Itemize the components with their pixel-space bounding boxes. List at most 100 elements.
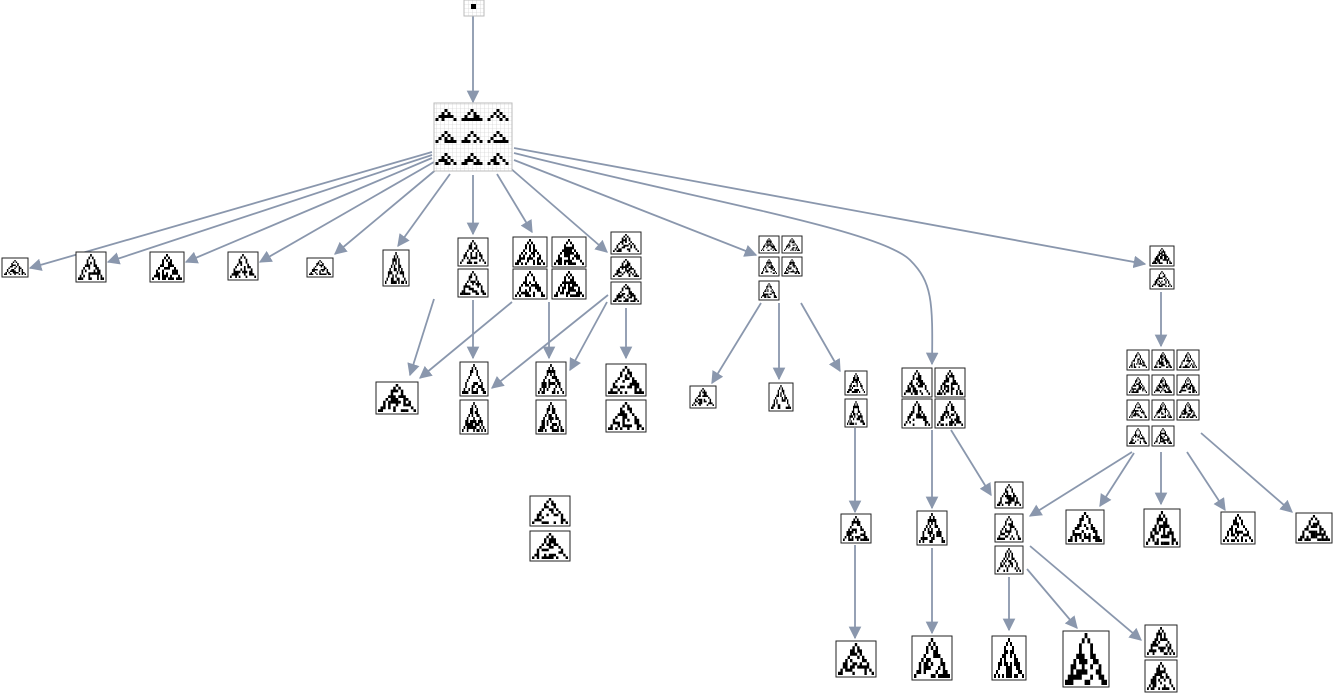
triangle-quad-thumb xyxy=(551,268,587,300)
root-seed-cell xyxy=(471,4,476,9)
edge-arrow xyxy=(491,294,609,389)
triangle-mix-thumb xyxy=(781,256,803,277)
rule-icon xyxy=(435,131,457,143)
rule-icon-cells xyxy=(435,109,457,121)
leaf-m3-node xyxy=(1220,511,1256,545)
triangle-sparse-thumb xyxy=(1,257,29,278)
leaf-j5-node xyxy=(835,640,877,678)
edges-layer xyxy=(28,16,1293,641)
pattern-thumb-cells xyxy=(1147,627,1175,655)
pattern-thumb-cells xyxy=(1298,515,1331,541)
rule-icon-cells xyxy=(487,109,509,121)
pattern-thumb-cells xyxy=(538,364,565,394)
pattern-thumb-cells xyxy=(997,516,1021,540)
pattern-thumb-cells xyxy=(378,384,417,412)
edge-arrow xyxy=(1028,451,1133,517)
rule-icon xyxy=(435,153,457,165)
rule-icon-cells xyxy=(487,153,509,165)
triangle-sparse-thumb-cells xyxy=(4,260,26,275)
triangle-stack-thumb-cells xyxy=(460,240,487,264)
pattern-thumb xyxy=(844,370,868,396)
triangle-mix-thumb-cells xyxy=(761,283,777,298)
triangle-mix-thumb xyxy=(758,235,780,254)
edge-arrow xyxy=(397,173,451,248)
group-g2-node xyxy=(459,361,489,435)
pattern-thumb-cells xyxy=(1147,662,1175,690)
leaf-k1-node xyxy=(916,510,948,546)
triangle-grid-thumb xyxy=(1151,349,1175,371)
triangle-quad-thumb-cells xyxy=(904,401,931,426)
edge-arrow xyxy=(1026,568,1078,629)
rule-icon-cells xyxy=(461,153,483,165)
group-g-node xyxy=(457,237,489,298)
rule-icon xyxy=(435,109,457,121)
pattern-thumb-cells xyxy=(843,516,870,541)
pattern-thumb-cells xyxy=(994,638,1024,678)
pattern-thumb xyxy=(768,382,794,412)
pattern-thumb-cells xyxy=(462,364,486,394)
rule-icon-cells xyxy=(435,153,457,165)
triangle-stack-thumb xyxy=(1149,268,1175,290)
edge-arrow xyxy=(407,298,435,377)
edge-arrow xyxy=(711,302,762,385)
pattern-thumb xyxy=(459,361,489,397)
group-i2-node xyxy=(605,363,647,433)
group-h3-node xyxy=(529,495,571,562)
pattern-thumb xyxy=(911,635,953,681)
pattern-thumb-cells xyxy=(997,548,1021,572)
leaf-k5-node xyxy=(1062,630,1110,688)
triangle-grid-thumb-cells xyxy=(1179,377,1197,393)
pattern-thumb xyxy=(994,481,1024,509)
rule-icon-cells xyxy=(487,131,509,143)
group-k3-node xyxy=(994,481,1024,575)
triangle-mix-thumb-cells xyxy=(784,238,800,251)
edge-arrow xyxy=(1186,451,1226,512)
rule-icon xyxy=(487,109,509,121)
pattern-thumb xyxy=(840,513,872,544)
edge-arrow xyxy=(184,157,433,264)
pattern-thumb xyxy=(991,635,1027,681)
triangle-mix-thumb xyxy=(781,235,803,254)
triangle-stack-thumb-cells xyxy=(460,271,487,295)
pattern-thumb xyxy=(605,363,647,397)
edge-arrow xyxy=(28,151,433,271)
level1-grid-node xyxy=(433,102,513,172)
triangle-tiny-thumb xyxy=(306,257,334,278)
triangle-fill-thumb-cells xyxy=(230,254,257,278)
edge-arrow xyxy=(569,301,608,372)
pattern-thumb-cells xyxy=(532,533,568,559)
triangle-hollow-thumb xyxy=(149,251,185,283)
pattern-thumb xyxy=(1062,630,1110,688)
pattern-thumb xyxy=(844,398,868,428)
triangle-grid-thumb xyxy=(1126,425,1150,447)
triangle-quad-thumb xyxy=(512,236,548,268)
triangle-col-thumb-cells xyxy=(613,259,640,277)
pattern-thumb xyxy=(529,495,571,527)
leaf-a-node xyxy=(1,257,29,278)
pattern-thumb-cells xyxy=(532,498,568,524)
triangle-col-thumb-cells xyxy=(613,234,640,252)
leaf-m2-node xyxy=(1143,508,1181,548)
triangle-quad-thumb-cells xyxy=(554,239,584,265)
triangle-quad-thumb xyxy=(934,367,966,398)
pattern-thumb-cells xyxy=(847,373,865,393)
triangle-grid-thumb xyxy=(1151,425,1175,447)
triangle-grid-thumb-cells xyxy=(1154,402,1172,418)
edge-arrow xyxy=(334,167,439,255)
triangle-col-thumb xyxy=(610,231,642,255)
leaf-b-node xyxy=(75,251,107,283)
pattern-thumb-cells xyxy=(838,643,874,675)
triangle-mix-thumb-cells xyxy=(761,238,777,251)
rule-icon xyxy=(461,131,483,143)
group-j-node xyxy=(758,235,803,301)
triangle-col-thumb-cells xyxy=(613,284,640,302)
triangle-tiny-thumb-frame xyxy=(306,257,334,278)
triangle-quad-thumb-cells xyxy=(937,401,964,426)
pattern-thumb xyxy=(375,381,419,415)
triangle-grid-thumb xyxy=(1126,399,1150,421)
pattern-thumb-cells xyxy=(914,638,950,678)
leaf-j2-node xyxy=(768,382,794,412)
triangle-grid-thumb-cells xyxy=(1179,402,1197,418)
pattern-thumb-cells xyxy=(462,402,486,432)
